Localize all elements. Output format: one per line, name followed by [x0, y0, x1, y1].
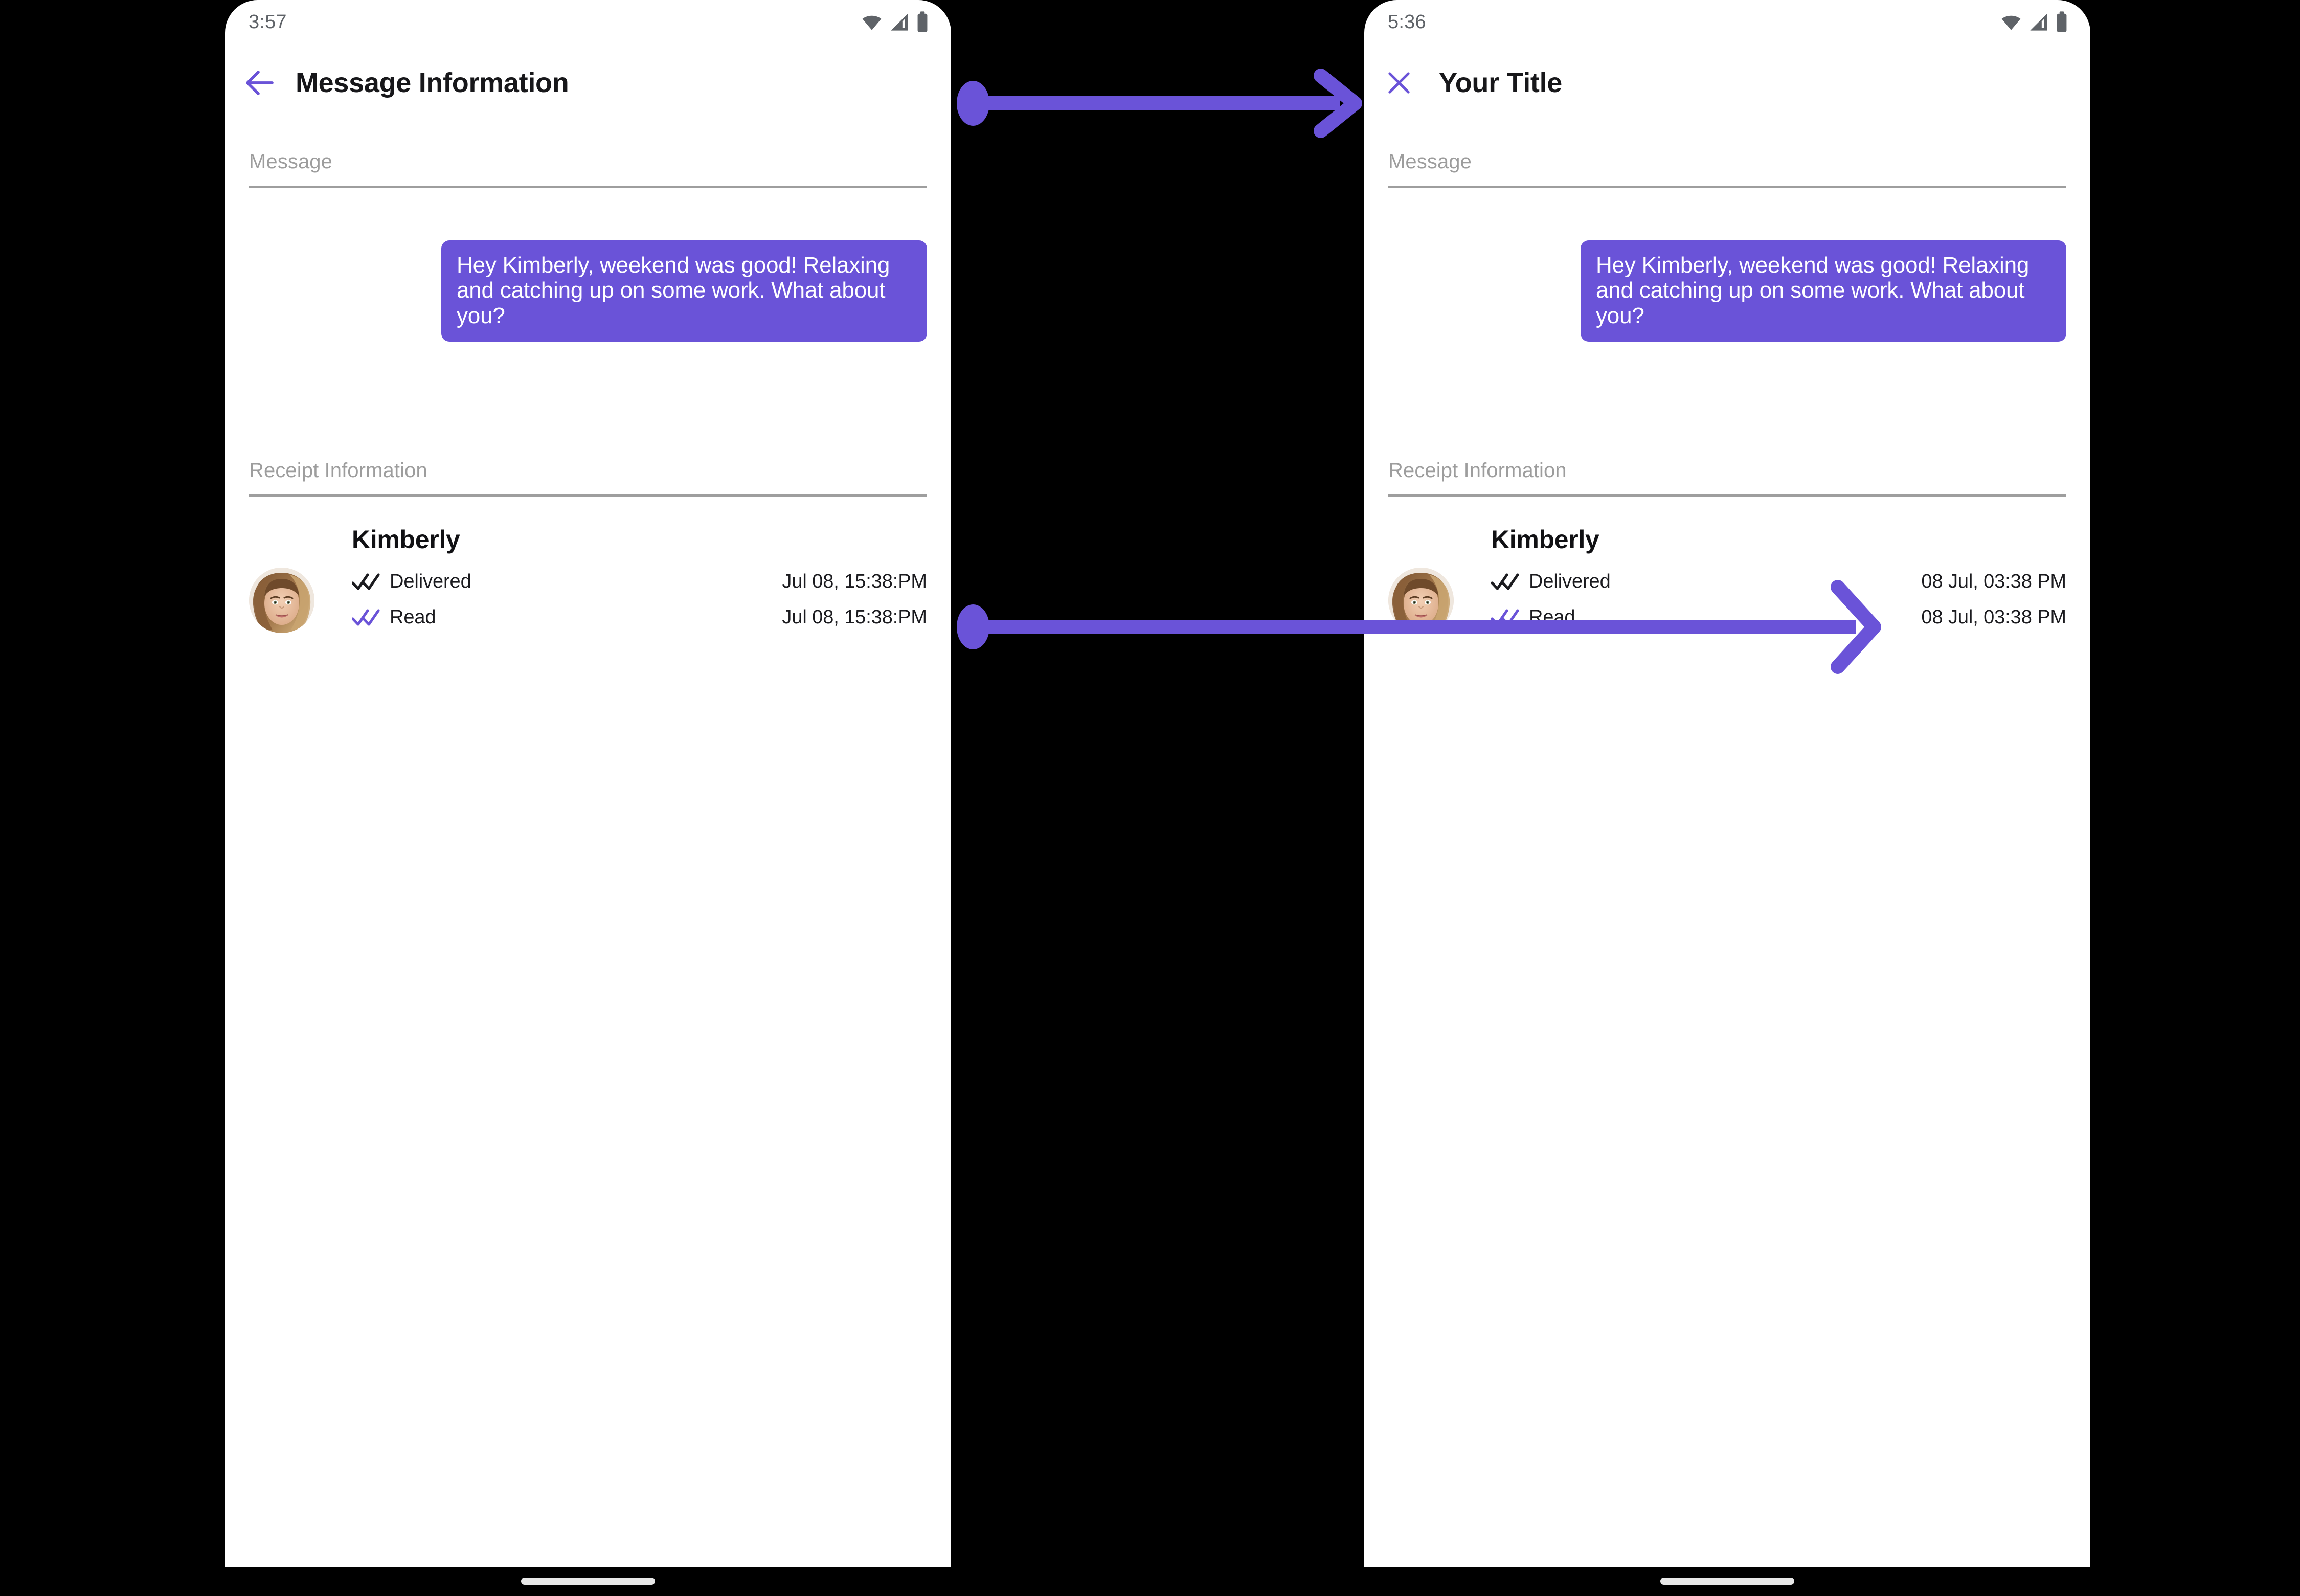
section-divider	[1388, 494, 2066, 497]
receipt-rows: Delivered Jul 08, 15:38:PM Read Jul 08, …	[352, 564, 927, 635]
status-bar-icons	[861, 11, 929, 33]
home-indicator	[1660, 1578, 1794, 1585]
page-title: Your Title	[1439, 68, 1563, 98]
receipt-timestamp: Jul 08, 15:38:PM	[782, 606, 927, 628]
receipt-status-label: Delivered	[1529, 570, 1611, 592]
page-title: Message Information	[296, 68, 569, 98]
cellular-signal-icon	[2028, 12, 2049, 32]
avatar	[1388, 568, 1454, 633]
receipt-row-read: Read 08 Jul, 03:38 PM	[1491, 599, 2066, 635]
receipt-block: Kimberly	[1388, 527, 2066, 635]
status-bar-icons	[2000, 11, 2068, 33]
section-divider	[249, 494, 927, 497]
home-indicator	[521, 1578, 655, 1585]
receipt-row-delivered: Delivered 08 Jul, 03:38 PM	[1491, 564, 2066, 599]
receipt-body: Delivered 08 Jul, 03:38 PM Read 08 Jul, …	[1388, 564, 2066, 635]
wifi-icon	[861, 11, 883, 33]
receipt-timestamp: 08 Jul, 03:38 PM	[1921, 606, 2066, 628]
message-section-label: Message	[1388, 150, 1472, 173]
back-arrow-icon	[241, 64, 278, 101]
receipt-section-label: Receipt Information	[249, 459, 427, 482]
double-check-icon	[352, 571, 380, 592]
receipt-rows: Delivered 08 Jul, 03:38 PM Read 08 Jul, …	[1491, 564, 2066, 635]
status-bar: 5:36	[1364, 0, 2090, 44]
battery-icon	[916, 11, 929, 33]
receipt-timestamp: 08 Jul, 03:38 PM	[1921, 570, 2066, 592]
receipt-section-header: Receipt Information	[249, 460, 927, 497]
message-bubble-row: Hey Kimberly, weekend was good! Relaxing…	[249, 240, 927, 342]
receipt-timestamp: Jul 08, 15:38:PM	[782, 570, 927, 592]
message-bubble[interactable]: Hey Kimberly, weekend was good! Relaxing…	[1581, 240, 2066, 342]
double-check-icon	[352, 607, 380, 627]
double-check-icon	[1491, 607, 1520, 627]
message-section-header: Message	[249, 151, 927, 188]
close-x-icon	[1383, 67, 1415, 99]
app-bar: Your Title	[1364, 44, 2090, 122]
phone-screen-before: 3:57 Message Information Message Hey Kim…	[225, 0, 951, 1567]
message-bubble[interactable]: Hey Kimberly, weekend was good! Relaxing…	[441, 240, 927, 342]
back-button[interactable]	[234, 64, 285, 101]
double-check-icon	[1491, 571, 1520, 592]
receipt-status-label: Delivered	[390, 570, 471, 592]
status-bar-time: 3:57	[249, 11, 287, 33]
status-bar-time: 5:36	[1388, 11, 1426, 33]
receipt-block: Kimberly	[249, 527, 927, 635]
phone-screen-after: 5:36 Your Title Message Hey Kimberly, we…	[1364, 0, 2090, 1567]
app-bar: Message Information	[225, 44, 951, 122]
wifi-icon	[2000, 11, 2022, 33]
receipt-section-label: Receipt Information	[1388, 459, 1567, 482]
contact-name: Kimberly	[352, 525, 460, 554]
message-bubble-row: Hey Kimberly, weekend was good! Relaxing…	[1388, 240, 2066, 342]
avatar	[249, 568, 314, 633]
status-bar: 3:57	[225, 0, 951, 44]
close-button[interactable]	[1373, 67, 1425, 99]
receipt-row-read: Read Jul 08, 15:38:PM	[352, 599, 927, 635]
cellular-signal-icon	[889, 12, 910, 32]
receipt-section-header: Receipt Information	[1388, 460, 2066, 497]
message-section-header: Message	[1388, 151, 2066, 188]
receipt-status-label: Read	[1529, 606, 1575, 628]
receipt-status-label: Read	[390, 606, 436, 628]
section-divider	[1388, 186, 2066, 188]
contact-name: Kimberly	[1491, 525, 1599, 554]
battery-icon	[2056, 11, 2068, 33]
section-divider	[249, 186, 927, 188]
receipt-body: Delivered Jul 08, 15:38:PM Read Jul 08, …	[249, 564, 927, 635]
annotation-arrow-title	[957, 69, 1362, 138]
message-section-label: Message	[249, 150, 333, 173]
receipt-row-delivered: Delivered Jul 08, 15:38:PM	[352, 564, 927, 599]
